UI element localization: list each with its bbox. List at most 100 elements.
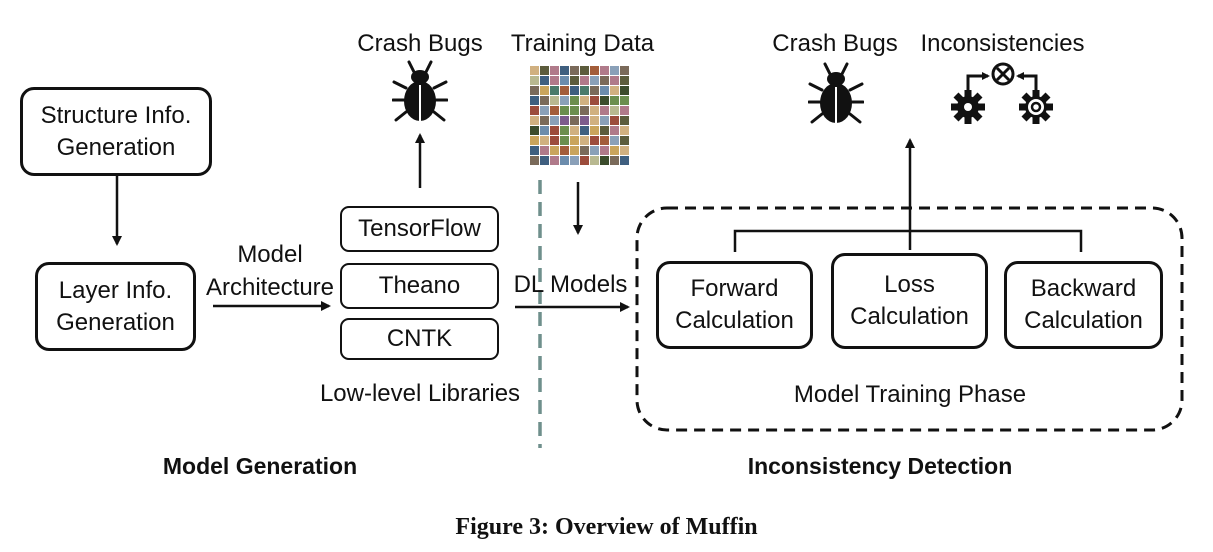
layer-info-box: Layer Info. Generation [35,262,196,351]
training-image-thumbnail [540,126,549,135]
training-image-thumbnail [590,106,599,115]
calculation-bracket [733,229,1083,252]
training-image-thumbnail [560,96,569,105]
training-image-thumbnail [580,66,589,75]
training-image-thumbnail [560,86,569,95]
training-image-thumbnail [570,156,579,165]
training-image-thumbnail [560,76,569,85]
training-image-thumbnail [570,136,579,145]
training-image-thumbnail [580,126,589,135]
training-image-thumbnail [550,146,559,155]
training-image-thumbnail [560,156,569,165]
training-image-thumbnail [590,76,599,85]
training-image-thumbnail [560,126,569,135]
training-image-thumbnail [620,116,629,125]
training-image-thumbnail [620,66,629,75]
training-data-mosaic [530,66,630,166]
training-image-thumbnail [610,156,619,165]
training-image-thumbnail [560,116,569,125]
training-image-thumbnail [590,66,599,75]
training-image-thumbnail [610,136,619,145]
training-image-thumbnail [610,86,619,95]
training-image-thumbnail [590,116,599,125]
training-image-thumbnail [540,106,549,115]
training-image-thumbnail [620,106,629,115]
gear-icon [1019,90,1053,124]
training-image-thumbnail [550,96,559,105]
training-image-thumbnail [550,86,559,95]
training-image-thumbnail [620,76,629,85]
training-image-thumbnail [600,96,609,105]
training-image-thumbnail [540,146,549,155]
model-generation-title: Model Generation [162,453,358,479]
training-image-thumbnail [550,136,559,145]
training-image-thumbnail [570,96,579,105]
training-image-thumbnail [550,126,559,135]
training-image-thumbnail [600,126,609,135]
training-image-thumbnail [580,116,589,125]
mismatch-icon [948,62,1058,128]
training-image-thumbnail [610,126,619,135]
model-architecture-label: Model Architecture [205,241,335,301]
training-image-thumbnail [590,86,599,95]
training-image-thumbnail [620,96,629,105]
training-image-thumbnail [580,96,589,105]
training-image-thumbnail [610,146,619,155]
training-image-thumbnail [530,146,539,155]
training-image-thumbnail [530,136,539,145]
training-image-thumbnail [560,66,569,75]
training-image-thumbnail [570,66,579,75]
training-image-thumbnail [580,146,589,155]
training-image-thumbnail [590,146,599,155]
training-image-thumbnail [530,66,539,75]
training-image-thumbnail [530,126,539,135]
training-image-thumbnail [530,116,539,125]
training-image-thumbnail [590,126,599,135]
training-image-thumbnail [540,136,549,145]
figure-caption: Figure 3: Overview of Muffin [455,514,758,540]
training-image-thumbnail [600,136,609,145]
inconsistencies-label: Inconsistencies [920,30,1085,57]
training-image-thumbnail [610,66,619,75]
training-image-thumbnail [560,146,569,155]
backward-calculation-box: Backward Calculation [1004,261,1163,349]
library-tensorflow: TensorFlow [340,206,499,252]
training-image-thumbnail [530,106,539,115]
training-image-thumbnail [570,76,579,85]
training-image-thumbnail [590,156,599,165]
training-image-thumbnail [590,136,599,145]
structure-info-box: Structure Info. Generation [20,87,212,176]
loss-calculation-box: Loss Calculation [831,253,988,349]
training-image-thumbnail [600,86,609,95]
training-image-thumbnail [620,126,629,135]
training-image-thumbnail [550,66,559,75]
training-data-label: Training Data [510,30,655,57]
training-image-thumbnail [620,86,629,95]
library-cntk: CNTK [340,318,499,360]
training-image-thumbnail [550,156,559,165]
training-image-thumbnail [610,116,619,125]
training-image-thumbnail [570,146,579,155]
training-image-thumbnail [600,156,609,165]
training-image-thumbnail [550,106,559,115]
training-image-thumbnail [580,136,589,145]
training-image-thumbnail [610,106,619,115]
training-image-thumbnail [570,116,579,125]
training-image-thumbnail [570,86,579,95]
training-image-thumbnail [540,86,549,95]
training-image-thumbnail [610,96,619,105]
training-image-thumbnail [550,116,559,125]
training-image-thumbnail [600,76,609,85]
training-image-thumbnail [580,86,589,95]
training-image-thumbnail [580,156,589,165]
crash-bugs-label-left: Crash Bugs [357,30,483,57]
training-image-thumbnail [600,146,609,155]
forward-calculation-box: Forward Calculation [656,261,813,349]
training-image-thumbnail [540,116,549,125]
training-image-thumbnail [550,76,559,85]
training-image-thumbnail [540,96,549,105]
training-image-thumbnail [530,86,539,95]
inconsistency-detection-title: Inconsistency Detection [747,453,1013,479]
training-image-thumbnail [530,96,539,105]
